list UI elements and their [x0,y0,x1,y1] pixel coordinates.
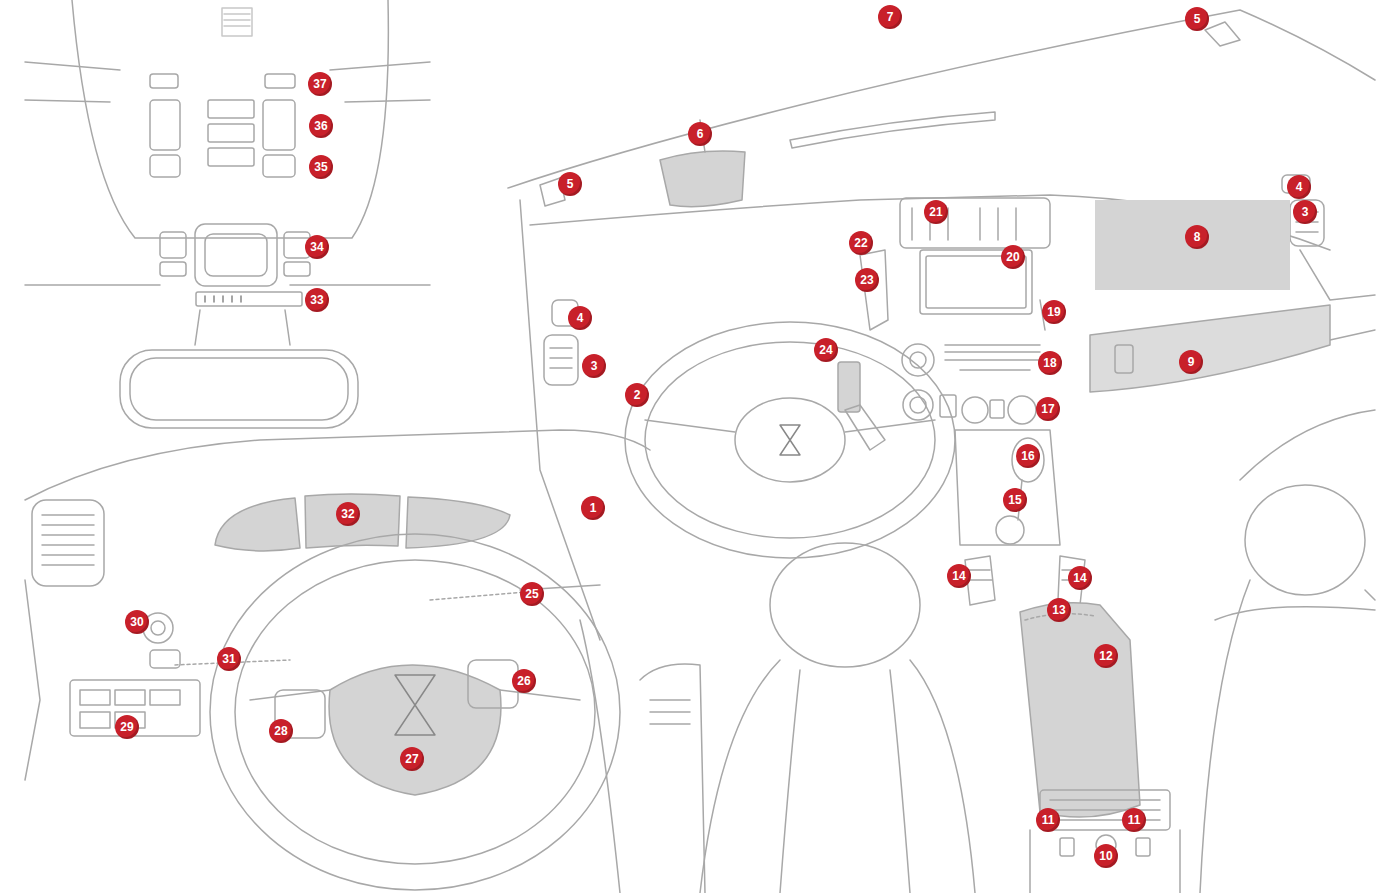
callout-number: 29 [115,715,139,739]
steering-inset [25,430,650,890]
callout-number: 35 [309,155,333,179]
callout-number: 10 [1094,844,1118,868]
overhead-console [25,0,430,428]
callout-number: 23 [855,268,879,292]
callout-number: 24 [814,338,838,362]
callout-number: 7 [878,5,902,29]
callout-number: 32 [336,502,360,526]
callout-number: 21 [924,200,948,224]
callout-number: 4 [568,306,592,330]
callout-number: 5 [1185,7,1209,31]
callout-number: 3 [582,354,606,378]
callout-number: 26 [512,669,536,693]
callout-number: 6 [688,122,712,146]
callout-number: 1 [581,496,605,520]
callout-number: 22 [849,231,873,255]
callout-number: 33 [305,288,329,312]
callout-number: 15 [1003,488,1027,512]
callout-number: 34 [305,235,329,259]
callout-number: 14 [1068,566,1092,590]
callout-number: 18 [1038,351,1062,375]
callout-number: 37 [308,72,332,96]
callout-number: 30 [125,610,149,634]
callout-number: 19 [1042,300,1066,324]
callout-number: 2 [625,383,649,407]
callout-number: 27 [400,747,424,771]
dashboard-view [508,10,1375,893]
callout-number: 17 [1036,397,1060,421]
callout-number: 11 [1036,808,1060,832]
callout-number: 13 [1047,598,1071,622]
callout-number: 9 [1179,350,1203,374]
callout-number: 20 [1001,245,1025,269]
callout-number: 12 [1094,644,1118,668]
callout-number: 16 [1016,444,1040,468]
callout-number: 11 [1122,808,1146,832]
callout-number: 25 [520,582,544,606]
callout-number: 4 [1287,175,1311,199]
callout-number: 36 [309,114,333,138]
callout-number: 5 [558,172,582,196]
callout-number: 8 [1185,225,1209,249]
callout-number: 14 [947,564,971,588]
callout-number: 28 [269,719,293,743]
callout-number: 31 [217,647,241,671]
callout-number: 3 [1293,200,1317,224]
